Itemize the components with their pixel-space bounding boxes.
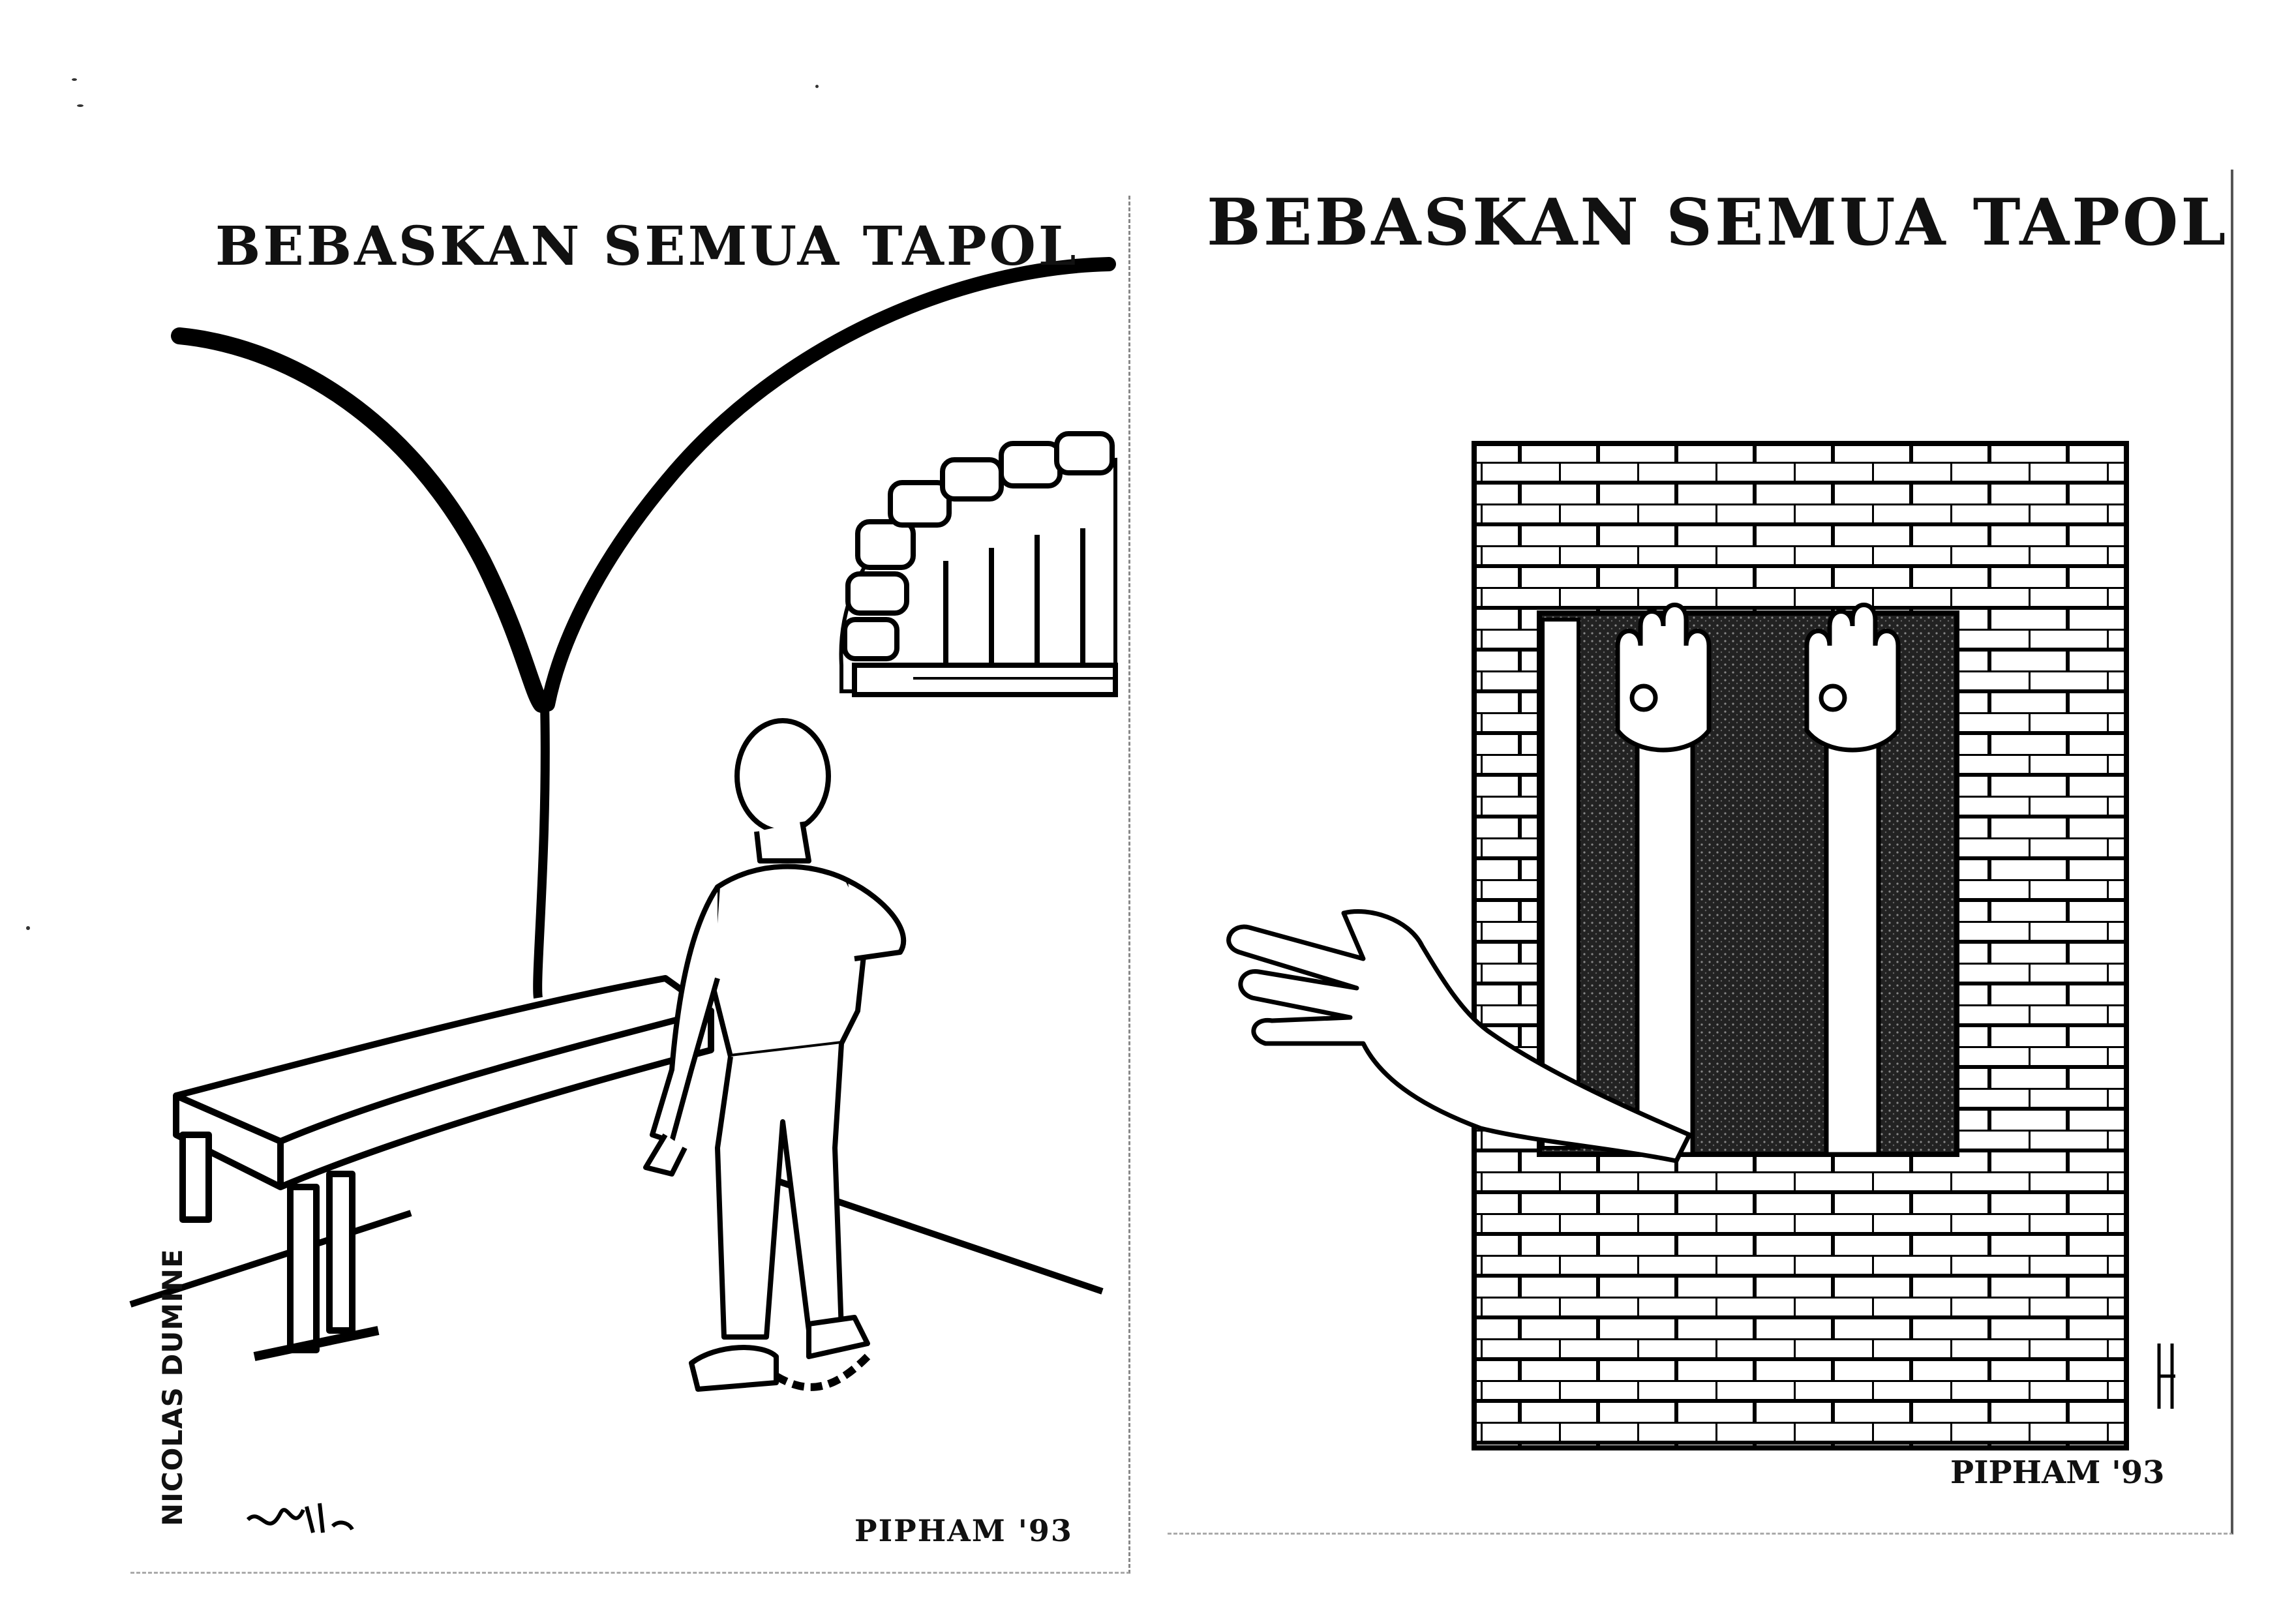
- window-bar: [1541, 618, 1580, 1150]
- poster-credit: PIPHAM '93: [854, 1513, 1073, 1548]
- scan-speck: [77, 104, 83, 107]
- prison-cell-illustration: [129, 257, 1118, 1392]
- poster-title: BEBASKAN SEMUA TAPOL: [215, 215, 1079, 278]
- cell-bed: [173, 975, 714, 1361]
- artist-mark: [2157, 1344, 2175, 1409]
- scan-speck: [26, 926, 30, 930]
- floor-line: [129, 1171, 1104, 1308]
- artist-signature: [246, 1503, 354, 1533]
- vault-arch-right: [541, 257, 1116, 712]
- barred-window: [839, 431, 1118, 697]
- poster-barred-window: BEBASKAN SEMUA TAPOL: [1168, 170, 2233, 1535]
- vault-arch-left: [171, 327, 550, 713]
- scan-speck: [72, 78, 77, 81]
- raised-hand-right: [1804, 603, 1901, 1157]
- poster-title: BEBASKAN SEMUA TAPOL: [1207, 185, 2229, 260]
- poster-prisoner-cell: BEBASKAN SEMUA TAPOL NICOLAS DUMINE PIPH…: [129, 196, 1130, 1574]
- brick-wall-illustration: [1226, 441, 2175, 1450]
- raised-hand-left: [1615, 603, 1712, 1157]
- poster-credit: PIPHAM '93: [1950, 1454, 2165, 1491]
- scan-speck: [815, 85, 819, 88]
- wall-corner-line: [533, 704, 550, 999]
- prisoner-figure: [643, 718, 907, 1392]
- artist-name: NICOLAS DUMINE: [157, 1248, 189, 1526]
- reaching-hand: [1226, 909, 1692, 1164]
